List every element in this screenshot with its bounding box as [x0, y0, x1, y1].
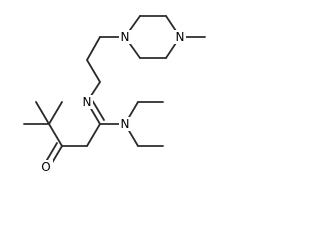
atom-n-piperazine-4: N [174, 30, 186, 44]
bond-cketone-cquat [48, 123, 63, 147]
atom-n-piperazine-1: N [119, 30, 131, 44]
structural-formula: N N N N O [23, 15, 206, 174]
atom-label: O [41, 160, 50, 174]
bond-chain1-chain2 [86, 36, 101, 61]
atom-n-imine: N [81, 95, 93, 109]
atom-label: N [121, 117, 130, 131]
bond-cquat-methyl-c [48, 101, 63, 125]
bond-cquat-methyl-b [35, 101, 50, 125]
atom-n-diethylamino: N [119, 117, 131, 131]
atom-label: N [176, 30, 185, 44]
bond-camidine-ch2 [86, 123, 101, 147]
bond-chain2-chain3 [86, 59, 101, 83]
atom-labels: N N N N O [40, 30, 186, 174]
bond-nimine-camidine-b [91, 99, 105, 121]
atom-o-ketone: O [40, 160, 53, 174]
atom-label: N [83, 95, 92, 109]
atom-label: N [121, 30, 130, 44]
